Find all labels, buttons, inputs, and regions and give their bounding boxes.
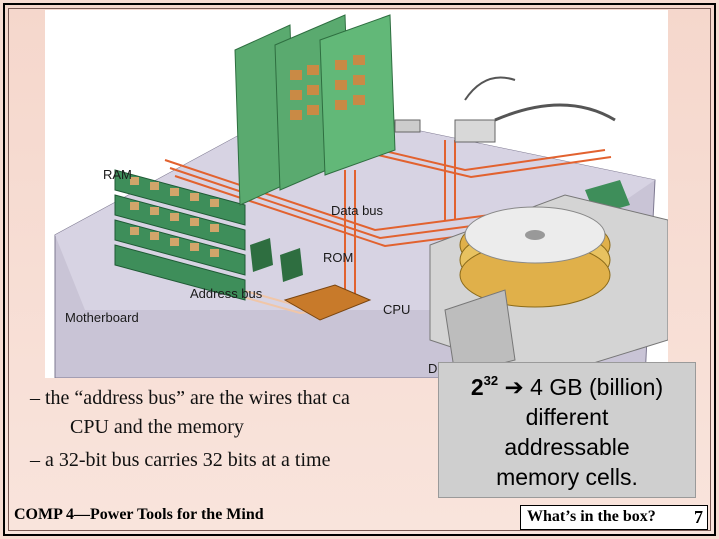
ram-modules <box>114 169 246 301</box>
disk-drive <box>429 194 668 378</box>
callout-line-1: 232 ➔ 4 GB (billion) <box>439 366 695 402</box>
bullet-address-bus-cont: CPU and the memory <box>70 416 244 438</box>
motherboard-label: Motherboard <box>65 310 139 325</box>
slide-border <box>8 8 711 531</box>
expansion-cards <box>234 14 396 206</box>
callout-line-4: memory cells. <box>496 464 638 490</box>
connectors <box>394 76 630 215</box>
rom-label: ROM <box>323 250 354 265</box>
section-title: What’s in the box? <box>527 508 656 525</box>
bullet-32bit-bus: – a 32-bit bus carries 32 bits at a time <box>30 449 331 471</box>
page-number: 7 <box>694 507 703 527</box>
callout-line-2: different <box>525 404 609 430</box>
cpu-label: CPU <box>383 302 411 317</box>
memory-callout: 232 ➔ 4 GB (billion) different addressab… <box>438 362 696 498</box>
arrow-icon: ➔ <box>504 374 524 400</box>
course-title: COMP 4—Power Tools for the Mind <box>14 506 264 523</box>
address-bus-label: Address bus <box>190 286 263 301</box>
callout-line-1-rest: 4 GB (billion) <box>523 374 664 400</box>
power-base: 2 <box>470 374 484 400</box>
motherboard-illustration: RAM Data bus ROM Address bus CPU Motherb… <box>45 10 668 378</box>
rom-chips <box>250 238 303 282</box>
power-exponent: 32 <box>483 373 499 388</box>
motherboard-drawing <box>54 14 668 378</box>
cpu-chip <box>283 284 372 321</box>
ram-label: RAM <box>103 167 132 182</box>
data-bus-label: Data bus <box>331 203 384 218</box>
callout-line-3: addressable <box>504 434 630 460</box>
section-title-box: What’s in the box? 7 <box>520 505 708 530</box>
bullet-address-bus: – the “address bus” are the wires that c… <box>30 387 350 409</box>
